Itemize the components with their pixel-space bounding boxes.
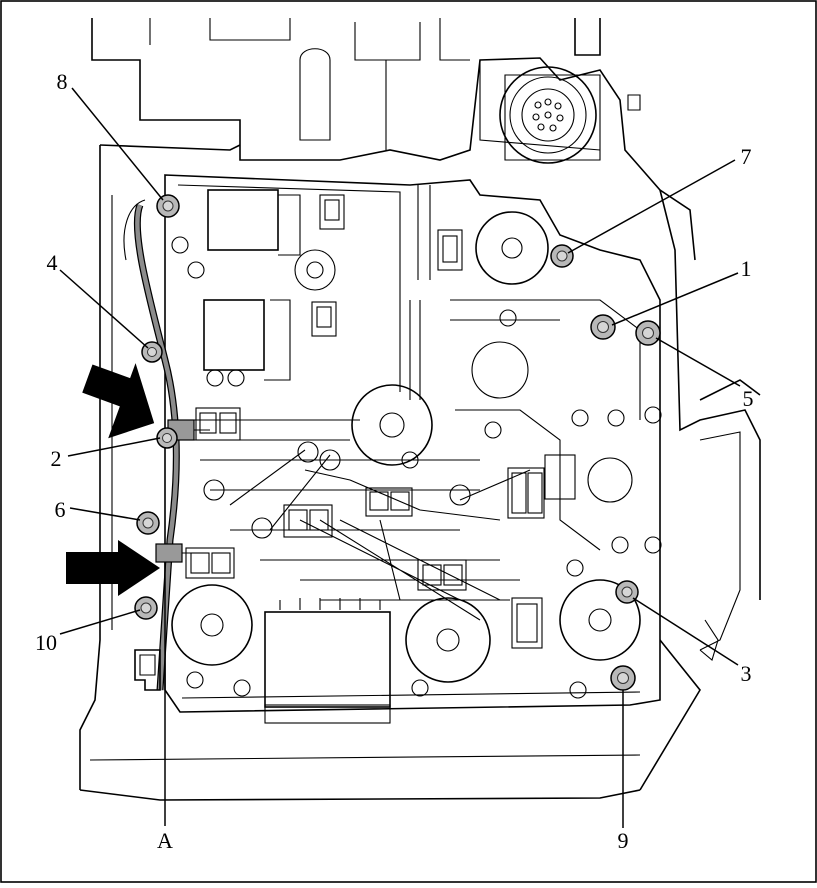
arrow-lower-icon	[66, 540, 160, 596]
callout-8: 8	[57, 69, 68, 94]
accumulator-lower-left	[171, 584, 253, 666]
accumulator-center	[351, 384, 433, 466]
accumulator-lower-right	[559, 579, 641, 661]
accumulator-upper	[475, 211, 549, 285]
callout-A: A	[157, 828, 173, 853]
harness-clip-lower	[155, 543, 183, 563]
callout-7: 7	[741, 144, 752, 169]
upper-solenoid-block	[207, 189, 279, 251]
callout-2: 2	[51, 446, 62, 471]
ribbon-connector	[264, 611, 391, 708]
electrical-connector-plug	[499, 66, 597, 164]
callout-10: 10	[35, 630, 57, 655]
callout-5: 5	[743, 386, 754, 411]
callout-1: 1	[741, 256, 752, 281]
ribbon-connector-pins	[264, 704, 391, 724]
valve-body-plate	[164, 174, 662, 724]
middle-solenoid-block	[203, 299, 265, 371]
accumulator-lower-center	[405, 597, 491, 683]
callout-4: 4	[47, 250, 58, 275]
callout-6: 6	[55, 497, 66, 522]
callout-3: 3	[741, 661, 752, 686]
leader-lines	[59, 87, 741, 828]
hex-bolt-icon	[134, 194, 661, 691]
callout-9: 9	[618, 828, 629, 853]
harness-end-connector	[134, 649, 161, 691]
arrow-upper-icon	[82, 363, 155, 439]
